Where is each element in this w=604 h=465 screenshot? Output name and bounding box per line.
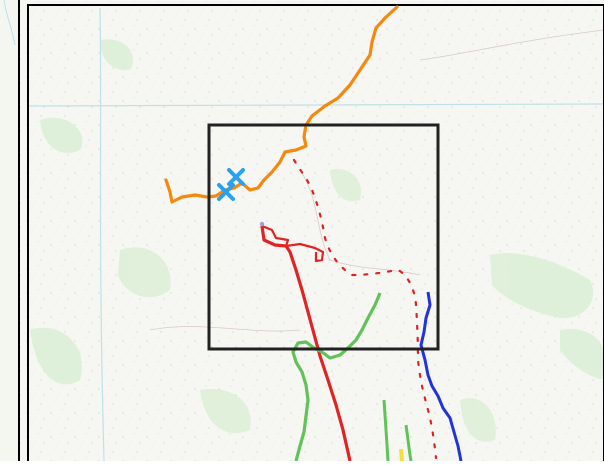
red-route[interactable] — [260, 225, 352, 462]
map-frame — [27, 4, 604, 465]
vegetation-areas — [30, 39, 604, 442]
green-route-segment[interactable] — [382, 399, 390, 462]
green-route-segment-2[interactable] — [404, 424, 413, 462]
left-edge-strip — [0, 0, 20, 461]
waypoint-1-x-marker-icon[interactable] — [227, 168, 245, 186]
route-start-point[interactable] — [259, 221, 265, 227]
red-route-loop[interactable] — [261, 224, 325, 263]
waypoint-2-x-marker-icon[interactable] — [217, 183, 235, 201]
red-dotted-route[interactable] — [292, 158, 438, 460]
yellow-segment[interactable] — [399, 448, 404, 462]
grid-lines — [27, 7, 604, 462]
green-route[interactable] — [291, 292, 382, 462]
left-strip-river — [3, 0, 16, 46]
selection-box[interactable] — [207, 123, 440, 351]
blue-route[interactable] — [419, 291, 463, 462]
orange-route[interactable] — [164, 5, 399, 204]
